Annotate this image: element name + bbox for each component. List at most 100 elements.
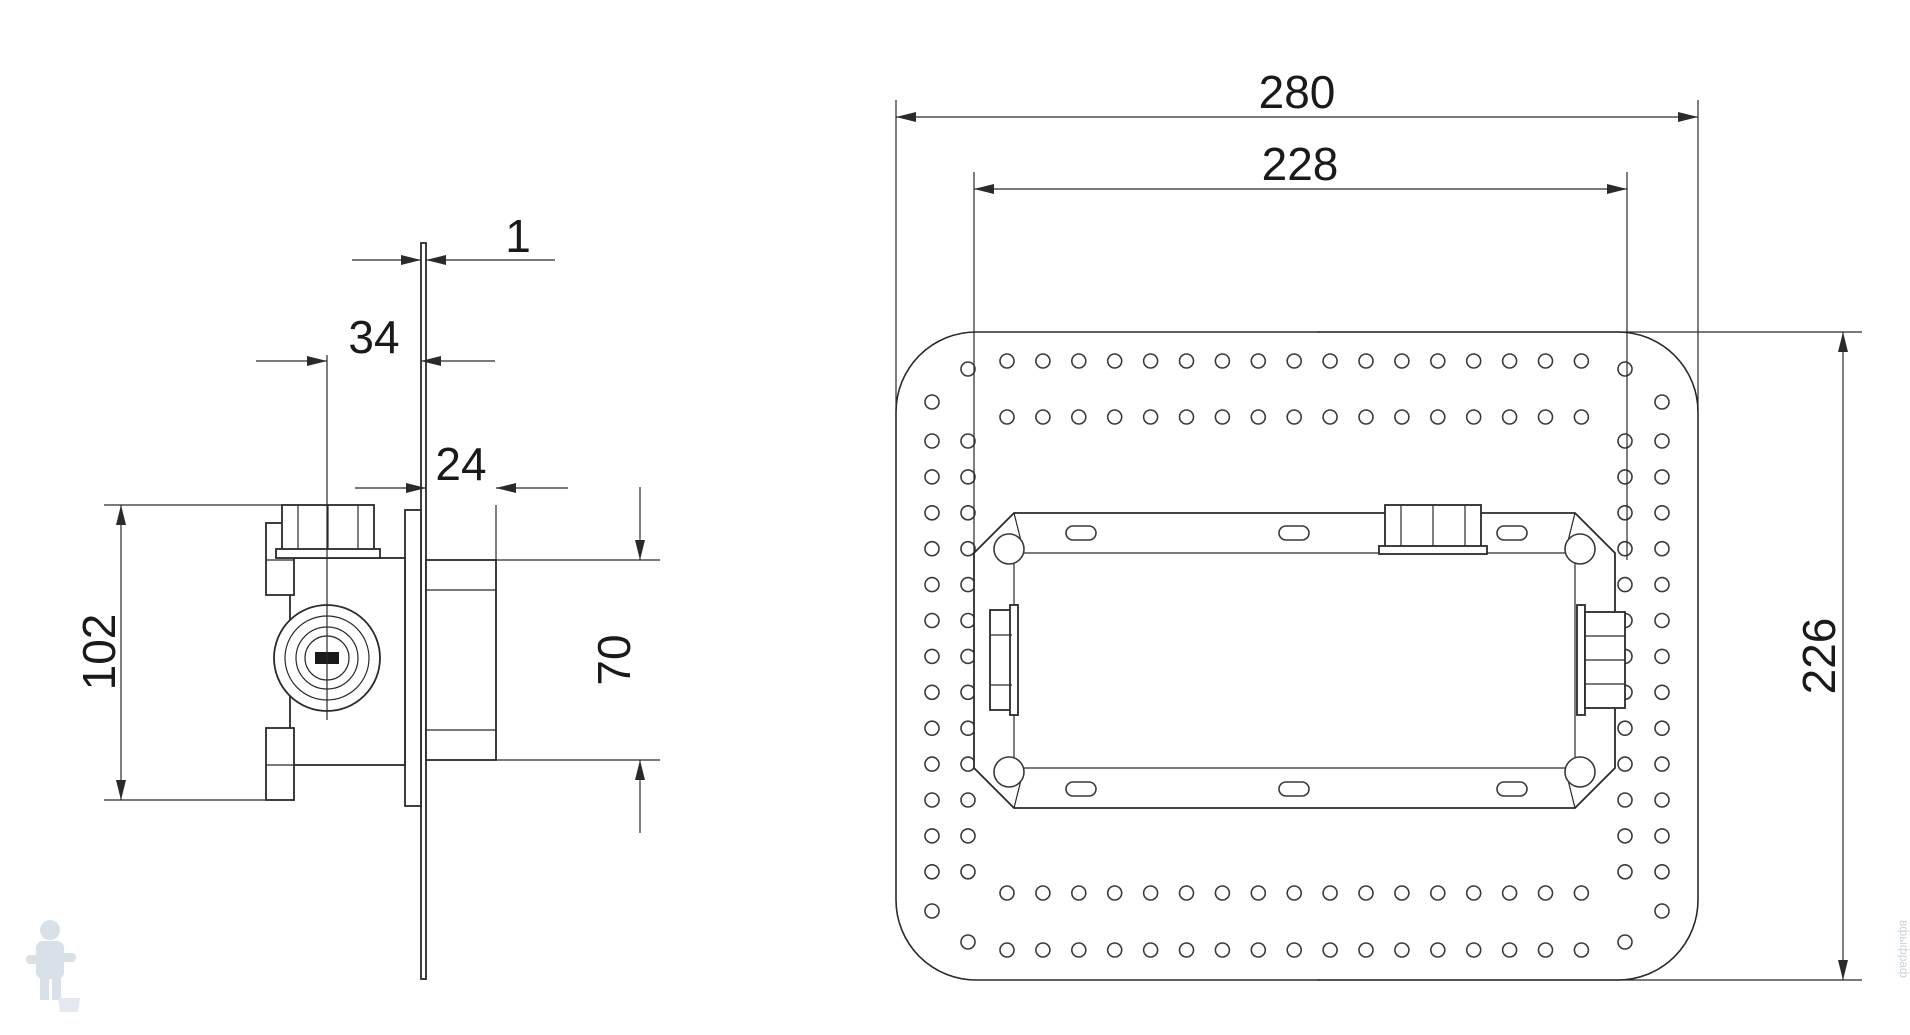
perforation-hole (1430, 409, 1446, 425)
perforation-hole (924, 792, 940, 808)
perforation-hole (1537, 409, 1554, 425)
perforation-hole (1142, 353, 1159, 369)
perforation-hole (960, 863, 976, 880)
dim-label-34: 34 (348, 311, 399, 363)
mounting-plate-outline (895, 331, 1699, 981)
perforation-hole (1214, 885, 1231, 901)
perforation-hole (1394, 942, 1410, 958)
site-watermark: вфыфраф (1897, 920, 1910, 978)
perforation-hole (1322, 885, 1338, 901)
perforation-hole (1214, 942, 1231, 958)
perforation-hole (1537, 885, 1554, 901)
perforation-hole (1617, 433, 1633, 449)
perforation-hole (1358, 409, 1374, 425)
perforation-hole (1250, 942, 1267, 958)
perforation-hole (924, 684, 940, 701)
perforation-hole (999, 353, 1015, 369)
perforation-hole (999, 942, 1015, 958)
perforation-hole (924, 540, 940, 557)
dim-inner-width: 228 (973, 138, 1628, 560)
perforation-hole (1617, 828, 1633, 844)
perforation-hole (1322, 353, 1338, 369)
mounting-flange (404, 509, 422, 807)
perforation-hole (1178, 942, 1195, 958)
perforation-hole (1501, 353, 1518, 369)
perforation-hole (1465, 885, 1482, 901)
perforation-hole (924, 504, 940, 521)
perforation-hole (999, 885, 1015, 901)
front-housing (425, 559, 497, 761)
perforation-hole (924, 612, 940, 629)
perforation-hole (960, 504, 976, 521)
dim-axis-to-plate: 34 (256, 311, 495, 366)
perforation-hole (924, 863, 940, 880)
perforation-hole (924, 394, 940, 410)
perforation-hole (1178, 885, 1195, 901)
perforation-hole (1322, 942, 1338, 958)
dim-plate-thickness: 1 (352, 210, 555, 265)
side-view: 1 34 24 102 70 (73, 210, 660, 980)
perforation-hole (1358, 353, 1374, 369)
perforation-hole (1071, 885, 1087, 901)
perforation-hole (1286, 885, 1302, 901)
perforation-hole (1654, 504, 1670, 521)
perforation-hole (1358, 942, 1374, 958)
perforation-hole (924, 720, 940, 737)
perforation-hole (960, 469, 976, 485)
perforation-hole (1322, 409, 1338, 425)
dim-plate-to-front: 24 (355, 438, 568, 560)
perforation-hole (1286, 353, 1302, 369)
plumber-mascot-icon (26, 920, 80, 1012)
dim-mount-height: 70 (496, 487, 660, 833)
perforation-hole (1654, 469, 1670, 485)
perforation-hole (1573, 942, 1590, 958)
perforation-hole (1465, 353, 1482, 369)
perforation-hole (1617, 469, 1633, 485)
perforation-hole (1286, 409, 1302, 425)
perforation-hole (1654, 792, 1670, 808)
perforation-hole (1654, 828, 1670, 844)
perforation-hole (960, 576, 976, 593)
perforation-hole (1394, 409, 1410, 425)
dim-outer-height: 226 (1317, 331, 1862, 981)
perforation-hole (1214, 409, 1231, 425)
perforation-hole (924, 433, 940, 449)
perforation-hole (960, 361, 976, 377)
dim-label-226: 226 (1793, 618, 1845, 695)
perforation-hole (1178, 409, 1195, 425)
perforation-hole (960, 792, 976, 808)
perforation-hole (1178, 353, 1195, 369)
dim-label-70: 70 (588, 634, 640, 685)
perforation-hole (924, 903, 940, 919)
perforation-hole (960, 934, 976, 950)
perforation-hole (960, 540, 976, 557)
perforation-hole (924, 756, 940, 772)
perforation-hole (1573, 885, 1590, 901)
perforation-hole (1106, 353, 1123, 369)
perforation-hole (924, 576, 940, 593)
perforation-hole (1617, 720, 1633, 737)
perforation-hole (1654, 720, 1670, 737)
perforation-hole (1617, 934, 1633, 950)
dim-label-1: 1 (505, 210, 531, 262)
dim-outer-width: 280 (895, 66, 1699, 410)
perforation-hole (1142, 409, 1159, 425)
perforation-hole (960, 756, 976, 772)
perforation-hole (1430, 353, 1446, 369)
perforation-hole (1035, 409, 1051, 425)
lower-bracket (265, 727, 295, 801)
perforation-hole (1142, 885, 1159, 901)
perforation-hole (1501, 942, 1518, 958)
frame-left-fitting (989, 604, 1019, 716)
perforation-hole (1654, 648, 1670, 665)
perforation-hole (1501, 409, 1518, 425)
perforation-hole (1358, 885, 1374, 901)
perforation-hole (1617, 361, 1633, 377)
perforation-hole (1654, 540, 1670, 557)
perforation-hole (924, 469, 940, 485)
perforation-hole (1501, 885, 1518, 901)
frame-right-fitting (1576, 604, 1626, 716)
perforation-hole (1537, 942, 1554, 958)
perforation-hole (1654, 576, 1670, 593)
